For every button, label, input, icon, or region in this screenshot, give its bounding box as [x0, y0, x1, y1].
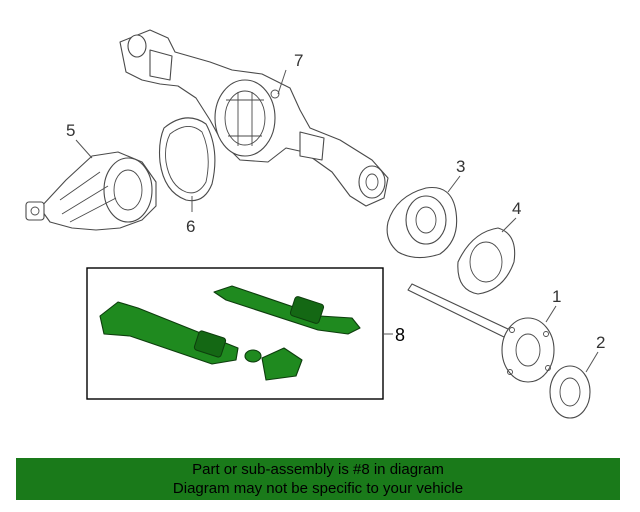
propeller-shaft-assembly-part-8[interactable]: [86, 267, 384, 400]
axle-shaft-part-1[interactable]: [407, 283, 555, 383]
differential-carrier-part-5[interactable]: [25, 151, 157, 231]
parts-diagram: 7 5 6 3 4 1 2 8: [25, 29, 605, 419]
callout-6: 6: [186, 217, 195, 236]
backing-plate-part-3[interactable]: [386, 186, 458, 259]
notice-banner: Part or sub-assembly is #8 in diagram Di…: [16, 458, 620, 500]
gasket-part-6[interactable]: [158, 117, 216, 202]
axle-housing-part-7[interactable]: [119, 29, 389, 207]
callout-3: 3: [456, 157, 465, 176]
callout-5: 5: [66, 121, 75, 140]
callout-4: 4: [512, 199, 521, 218]
notice-line-1: Part or sub-assembly is #8 in diagram: [192, 461, 444, 478]
gasket-part-4[interactable]: [457, 227, 516, 295]
notice-line-2: Diagram may not be specific to your vehi…: [172, 480, 464, 497]
callout-2: 2: [596, 333, 605, 352]
callout-7: 7: [294, 51, 303, 70]
seal-part-2[interactable]: [549, 365, 591, 419]
callout-1: 1: [552, 287, 561, 306]
callout-8: 8: [395, 325, 405, 345]
